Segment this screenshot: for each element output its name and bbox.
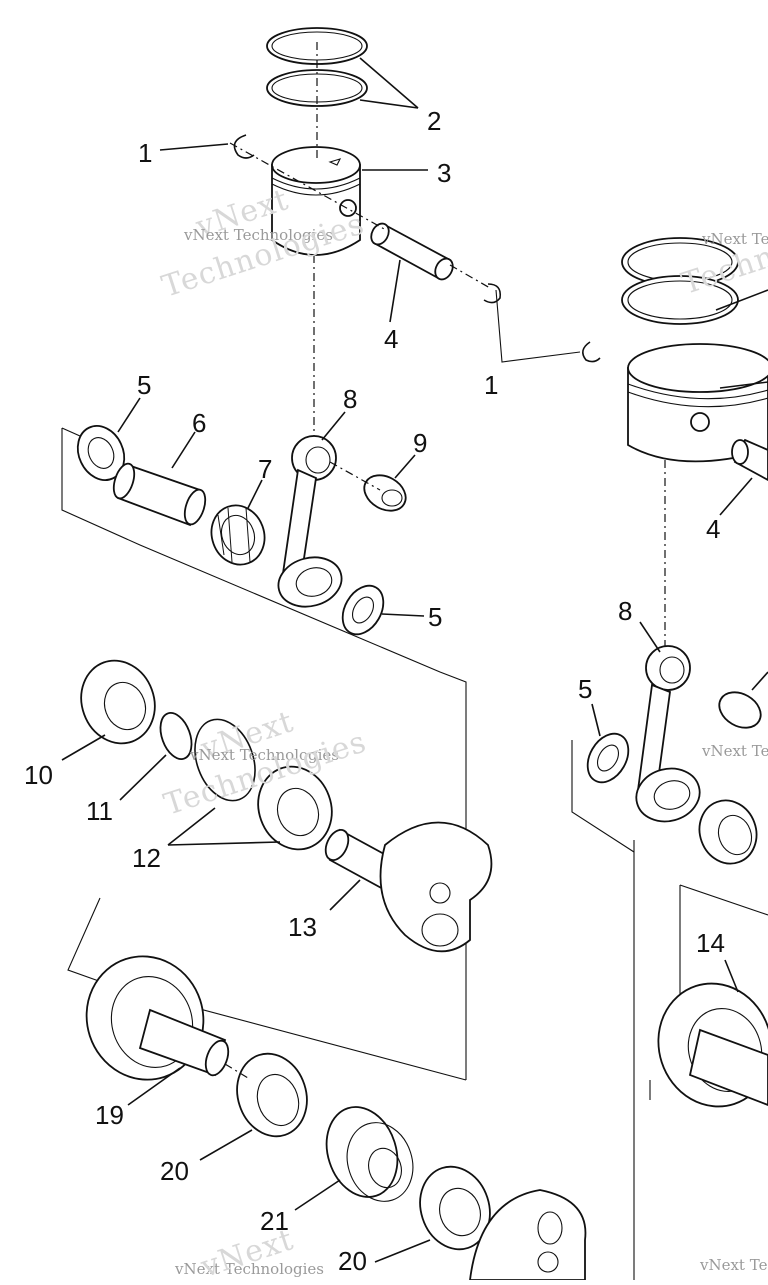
thrust-washer-lower — [341, 584, 385, 636]
callout-6-crank-pin: 6 — [192, 408, 207, 438]
crankshaft-flywheel-19 — [85, 955, 230, 1081]
callout-20-bearing-lower: 20 — [338, 1246, 367, 1276]
needle-bearing-right-small — [718, 691, 762, 729]
piston-pin — [370, 222, 454, 281]
piston-ring-right-lower — [621, 275, 739, 325]
circlip-right — [483, 283, 502, 304]
callout-21-labyrinth-seal: 21 — [260, 1206, 289, 1236]
circlip-left — [233, 134, 255, 159]
callout-19-flywheel: 19 — [95, 1100, 124, 1130]
piston-right — [627, 343, 768, 463]
watermark-vnext-technologies-3: vNext Technologies — [175, 1260, 325, 1278]
callout-8-connecting-rod: 8 — [343, 384, 358, 414]
callout-4-piston-pin: 4 — [384, 324, 399, 354]
connecting-rod-right — [635, 645, 701, 823]
callout-2-piston-rings: 2 — [427, 106, 442, 136]
labyrinth-seal — [325, 1106, 414, 1202]
watermark-vnext-te-3: vNext Te — [700, 1256, 768, 1274]
thrust-washer-right — [586, 732, 630, 784]
needle-bearing-big-end — [210, 504, 266, 566]
callout-5-thrust-washer-right: 5 — [578, 674, 593, 704]
needle-bearing-right-big — [698, 799, 758, 865]
callout-12-bearing: 12 — [132, 843, 161, 873]
callout-1-circlip: 1 — [138, 138, 153, 168]
crankshaft-left-half — [324, 821, 493, 953]
watermark-vnext-technologies: vNext Technologies — [184, 226, 334, 244]
needle-bearing-small-end — [363, 474, 407, 512]
piston-ring-right-upper — [621, 237, 739, 287]
piston-pin-right — [731, 438, 768, 482]
callout-1-circlip-right: 1 — [484, 370, 499, 400]
callout-4-piston-pin-right: 4 — [706, 514, 721, 544]
snap-ring — [159, 712, 193, 760]
crank-pin — [112, 462, 207, 527]
retaining-ring — [194, 718, 256, 802]
callout-10-oil-seal: 10 — [24, 760, 53, 790]
callout-11-snap-ring: 11 — [86, 796, 113, 826]
watermark-vnext-technologies-2: vNext Technologies — [190, 746, 340, 764]
callout-14-crankshaft-right: 14 — [696, 928, 725, 958]
piston — [271, 146, 361, 256]
callout-20-bearing: 20 — [160, 1156, 189, 1186]
crankshaft-right-half — [657, 982, 768, 1108]
callout-13-crankshaft: 13 — [288, 912, 317, 942]
callout-5-thrust-washer-lower: 5 — [428, 602, 443, 632]
watermark-vnext-te: vNext Te — [702, 230, 768, 248]
watermark-vnext-te-2: vNext Te — [702, 742, 768, 760]
main-bearing-20-upper — [236, 1052, 308, 1138]
main-bearing-left — [257, 765, 333, 851]
connecting-rod — [277, 435, 343, 608]
oil-seal — [80, 659, 156, 745]
callout-3-piston: 3 — [437, 158, 452, 188]
callout-5-thrust-washer: 5 — [137, 370, 152, 400]
circlip-right-assembly — [582, 341, 601, 363]
callout-8-connecting-rod-right: 8 — [618, 596, 633, 626]
callout-7-needle-bearing: 7 — [258, 454, 273, 484]
callout-9-needle-bearing: 9 — [413, 428, 428, 458]
thrust-washer-upper — [76, 425, 126, 481]
main-bearing-20-lower — [419, 1165, 491, 1251]
